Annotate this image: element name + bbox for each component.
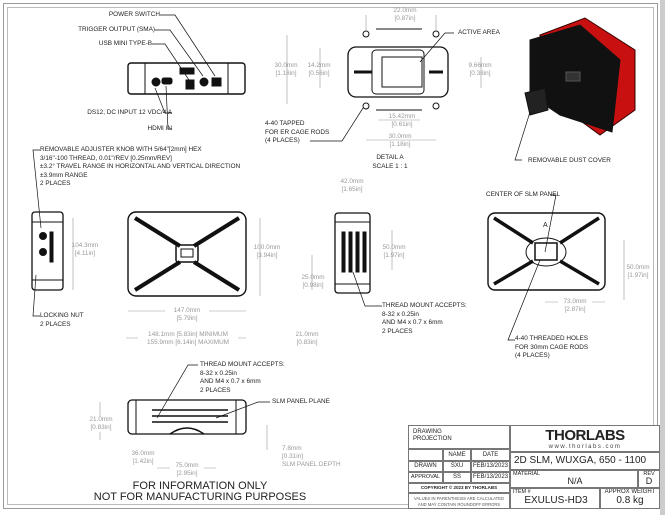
active-area-label: ACTIVE AREA xyxy=(458,29,500,36)
dim-9-66: 9.66mm[0.38in] xyxy=(468,62,492,77)
dim-36: 36.0mm[1.42in] xyxy=(126,450,160,466)
power-switch-label: POWER SWITCH xyxy=(108,11,160,18)
dim-73: 73.0mm[2.87in] xyxy=(558,298,592,314)
adjuster-knob-note: REMOVABLE ADJUSTER KNOB WITH 5/64"[2mm] … xyxy=(40,146,241,188)
side-view-left xyxy=(31,149,64,317)
logo-area: THORLABS www.thorlabs.com xyxy=(510,425,660,452)
website: www.thorlabs.com xyxy=(548,444,622,450)
dc-input-label: DS12, DC INPUT 12 VDC/4 A xyxy=(87,109,172,116)
approval-name: SS xyxy=(443,472,471,483)
dim-25: 25.0mm[0.98in] xyxy=(301,274,325,289)
top-view xyxy=(127,14,246,130)
drawing-border xyxy=(3,3,658,509)
slm-plane-label: SLM PANEL PLANE xyxy=(272,398,330,405)
side-view-middle xyxy=(334,212,382,307)
name-header: NAME xyxy=(443,449,471,461)
dim-75: 75.0mm[2.95in] xyxy=(170,462,204,478)
title-block xyxy=(408,425,660,509)
dim-42: 42.0mm[1.65in] xyxy=(334,178,370,194)
drawn-label: DRAWN xyxy=(408,461,443,472)
dim-14-2: 14.2mm[0.56in] xyxy=(307,62,331,77)
dim-30-vertical: 30.0mm[1.18in] xyxy=(274,62,298,77)
approval-label: APPROVAL xyxy=(408,472,443,483)
dim-21-side: 21.0mm[0.83in] xyxy=(295,331,319,346)
dim-21-bottom: 21.0mm[0.83in] xyxy=(84,416,118,432)
dim-104-3: 104.3mm[4.11in] xyxy=(71,242,99,257)
center-slm-label: CENTER OF SLM PANEL xyxy=(486,191,561,198)
dim-22: 22.0mm[0.87in] xyxy=(393,7,417,22)
hdmi-label: HDMI IN xyxy=(147,125,173,132)
dim-7-8: 7.8mm[0.31in]SLM PANEL DEPTH xyxy=(282,445,341,468)
trigger-output-label: TRIGGER OUTPUT (SMA) xyxy=(78,26,155,33)
thorlabs-logo: THORLABS xyxy=(545,427,625,444)
drawn-date: FEB/13/2023 xyxy=(471,461,510,472)
bottom-view xyxy=(127,364,270,435)
detail-a-view xyxy=(310,28,454,142)
drawing-title: 2D SLM, WUXGA, 650 - 1100 nm xyxy=(510,452,660,470)
usb-label: USB MINI TYPE-B xyxy=(98,40,152,47)
notice-line-2: NOT FOR MANUFACTURING PURPOSES xyxy=(93,491,307,503)
view-a-label: A xyxy=(543,222,548,229)
copyright: COPYRIGHT © 2023 BY THORLABS xyxy=(408,483,510,493)
dim-50-back: 50.0mm[1.97in] xyxy=(626,264,650,279)
dim-100: 100.0mm[3.94in] xyxy=(253,244,281,259)
scrollbar[interactable] xyxy=(660,0,665,515)
dim-50-side: 50.0mm[1.97in] xyxy=(382,244,406,259)
front-view xyxy=(127,211,247,297)
dim-15-42: 15.42mm[0.61in] xyxy=(388,113,416,128)
dust-cover-label: REMOVABLE DUST COVER xyxy=(528,157,611,164)
notice-line-1: FOR INFORMATION ONLY xyxy=(132,480,268,492)
item-cell: ITEM #EXULUS-HD3 xyxy=(510,488,600,509)
product-isometric xyxy=(514,17,636,161)
drawn-name: SXU xyxy=(443,461,471,472)
back-view xyxy=(487,194,606,341)
dim-30-horizontal: 30.0mm[1.18in] xyxy=(388,133,412,148)
drawing-inner-border xyxy=(7,7,654,505)
approval-date: FEB/13/2023 xyxy=(471,472,510,483)
date-header: DATE xyxy=(471,449,510,461)
dim-147: 147.0mm[5.79in] xyxy=(165,307,209,323)
